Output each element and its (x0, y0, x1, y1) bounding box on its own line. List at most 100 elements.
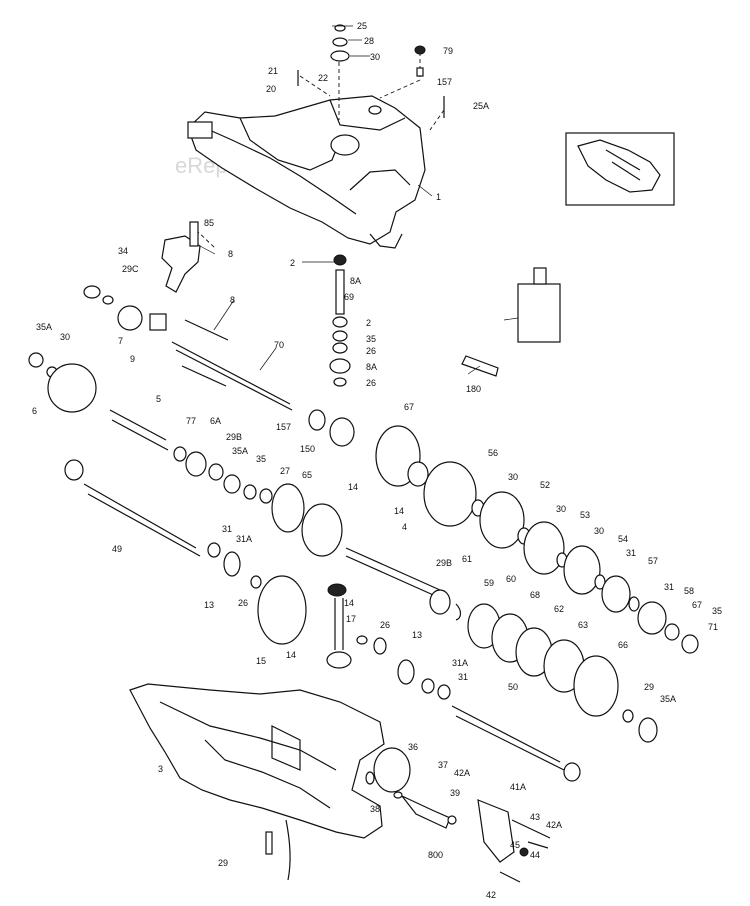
part-label: 30 (508, 472, 518, 482)
part-label: 14 (348, 482, 358, 492)
part-label: 14 (344, 598, 354, 608)
part-label: 29 (644, 682, 654, 692)
part-label: 45 (510, 840, 520, 850)
part-label: 63 (578, 620, 588, 630)
part-label: 41A (510, 782, 526, 792)
part-label: 27 (280, 466, 290, 476)
part-label: 38 (370, 804, 380, 814)
part-label: 31A (236, 534, 252, 544)
inset-assembly-800 (565, 132, 675, 206)
part-label: 15 (256, 656, 266, 666)
part-label: 30 (370, 52, 380, 62)
upper-housing (187, 95, 426, 249)
assembly-lines (195, 52, 445, 249)
part-label: 150 (300, 444, 315, 454)
part-labels: 25 28 30 79 25 21 20 22 157 25A 1 85 8 2… (32, 21, 722, 900)
part-label: 85 (204, 218, 214, 228)
part-label: 6 (32, 406, 37, 416)
part-label: 35 (366, 334, 376, 344)
part-label: 34 (118, 246, 128, 256)
part-label: 26 (366, 346, 376, 356)
top-washer-stack (297, 24, 445, 118)
part-label: 31A (452, 658, 468, 668)
part-label: 70 (274, 340, 284, 350)
part-label: 49 (112, 544, 122, 554)
part-label: 42 (486, 890, 496, 900)
part-label: 29B (226, 432, 242, 442)
part-label: 31 (222, 524, 232, 534)
part-label: 20 (266, 84, 276, 94)
part-label: 30 (556, 504, 566, 514)
part-label: 52 (540, 480, 550, 490)
shaft-47 (64, 459, 307, 645)
shift-shaft-assembly (28, 285, 293, 451)
part-label: 54 (618, 534, 628, 544)
part-label: 62 (554, 604, 564, 614)
part-label: 67 (404, 402, 414, 412)
part-label: 8A (350, 276, 361, 286)
part-label: 6A (210, 416, 221, 426)
reverse-gear-stack (467, 603, 658, 743)
part-label: 25 (357, 21, 367, 31)
part-label: 2 (290, 258, 295, 268)
oil-bottle-180 (517, 267, 561, 343)
part-label: 35A (660, 694, 676, 704)
part-label: 39 (450, 788, 460, 798)
part-label: 17 (346, 614, 356, 624)
countershaft-48 (451, 705, 581, 782)
part-label: 31 (458, 672, 468, 682)
part-label: 5 (156, 394, 161, 404)
part-label: 57 (648, 556, 658, 566)
part-label: 50 (508, 682, 518, 692)
leader-lines (199, 25, 519, 375)
part-label: 25A (473, 101, 489, 111)
part-label: 14 (286, 650, 296, 660)
part-label: 2 (366, 318, 371, 328)
vertical-shaft-66 (329, 254, 351, 387)
part-label: 66 (618, 640, 628, 650)
part-label: 21 (268, 66, 278, 76)
part-label: 1 (436, 192, 441, 202)
part-label: 31 (626, 548, 636, 558)
part-label: 53 (580, 510, 590, 520)
part-label: 8A (366, 362, 377, 372)
part-label: 13 (412, 630, 422, 640)
part-label: 56 (488, 448, 498, 458)
part-label: 79 (443, 46, 453, 56)
part-label: 69 (344, 292, 354, 302)
part-label: 43 (530, 812, 540, 822)
part-label: 42A (546, 820, 562, 830)
lower-housing (129, 683, 385, 881)
part-label: 60 (506, 574, 516, 584)
part-label: 29C (122, 264, 139, 274)
part-label: 13 (204, 600, 214, 610)
part-label: 37 (438, 760, 448, 770)
part-label: 65 (302, 470, 312, 480)
part-label: 77 (186, 416, 196, 426)
part-label: 35 (712, 606, 722, 616)
idler-cluster (326, 583, 451, 700)
part-label: 3 (158, 764, 163, 774)
part-label: 26 (238, 598, 248, 608)
brake-assembly (365, 747, 551, 883)
middle-gear-cluster (173, 446, 343, 557)
part-label: 30 (60, 332, 70, 342)
part-label: 31 (664, 582, 674, 592)
part-label: 30 (594, 526, 604, 536)
part-label: 8 (228, 249, 233, 259)
part-label: 180 (466, 384, 481, 394)
part-label: 26 (366, 378, 376, 388)
part-label: 14 (394, 506, 404, 516)
part-label: 157 (276, 422, 291, 432)
part-label: 67 (692, 600, 702, 610)
part-label: 35A (232, 446, 248, 456)
part-label: 36 (408, 742, 418, 752)
part-label: 71 (708, 622, 718, 632)
part-label: 35A (36, 322, 52, 332)
part-label: 61 (462, 554, 472, 564)
shaft-washers (308, 409, 355, 447)
part-label: 22 (318, 73, 328, 83)
part-label: 29B (436, 558, 452, 568)
part-label: 35 (256, 454, 266, 464)
